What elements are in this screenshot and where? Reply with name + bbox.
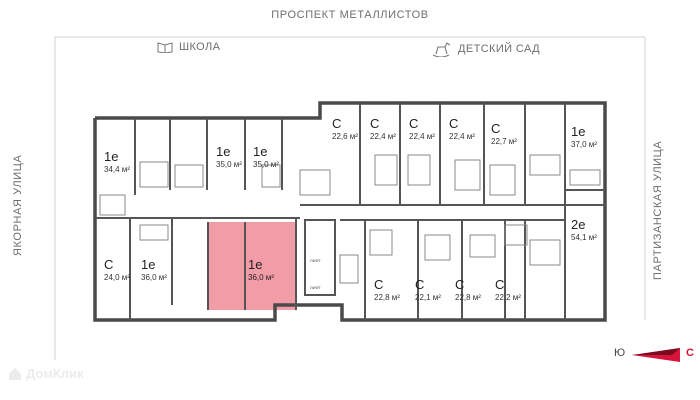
compass-arrow <box>632 348 680 362</box>
kindergarten-label: ДЕТСКИЙ САД <box>458 43 540 55</box>
street-top-label: ПРОСПЕКТ МЕТАЛЛИСТОВ <box>271 9 429 21</box>
house-icon <box>9 367 21 380</box>
site-frame <box>54 36 646 360</box>
street-left-label: ЯКОРНАЯ УЛИЦА <box>12 154 24 256</box>
school-label: ШКОЛА <box>179 41 221 53</box>
elevator-label-bottom: ЛИФТ <box>310 285 321 290</box>
school-poi: ШКОЛА <box>157 41 220 53</box>
compass: Ю С <box>612 345 697 365</box>
rocking-horse-icon <box>432 42 451 57</box>
compass-south-label: Ю <box>614 347 626 359</box>
inner-walls <box>95 103 605 320</box>
watermark: ДомКлик <box>8 366 84 381</box>
watermark-label: ДомКлик <box>26 366 84 381</box>
outer-walls <box>93 101 607 322</box>
elevator-label-top: ЛИФТ <box>310 258 321 263</box>
street-right-label: ПАРТИЗАНСКАЯ УЛИЦА <box>652 140 664 280</box>
compass-north-label: С <box>686 347 694 359</box>
selected-apartment-fill[interactable] <box>208 222 296 310</box>
fixtures <box>99 154 601 284</box>
kindergarten-poi: ДЕТСКИЙ САД <box>430 41 540 57</box>
book-icon <box>157 42 173 53</box>
